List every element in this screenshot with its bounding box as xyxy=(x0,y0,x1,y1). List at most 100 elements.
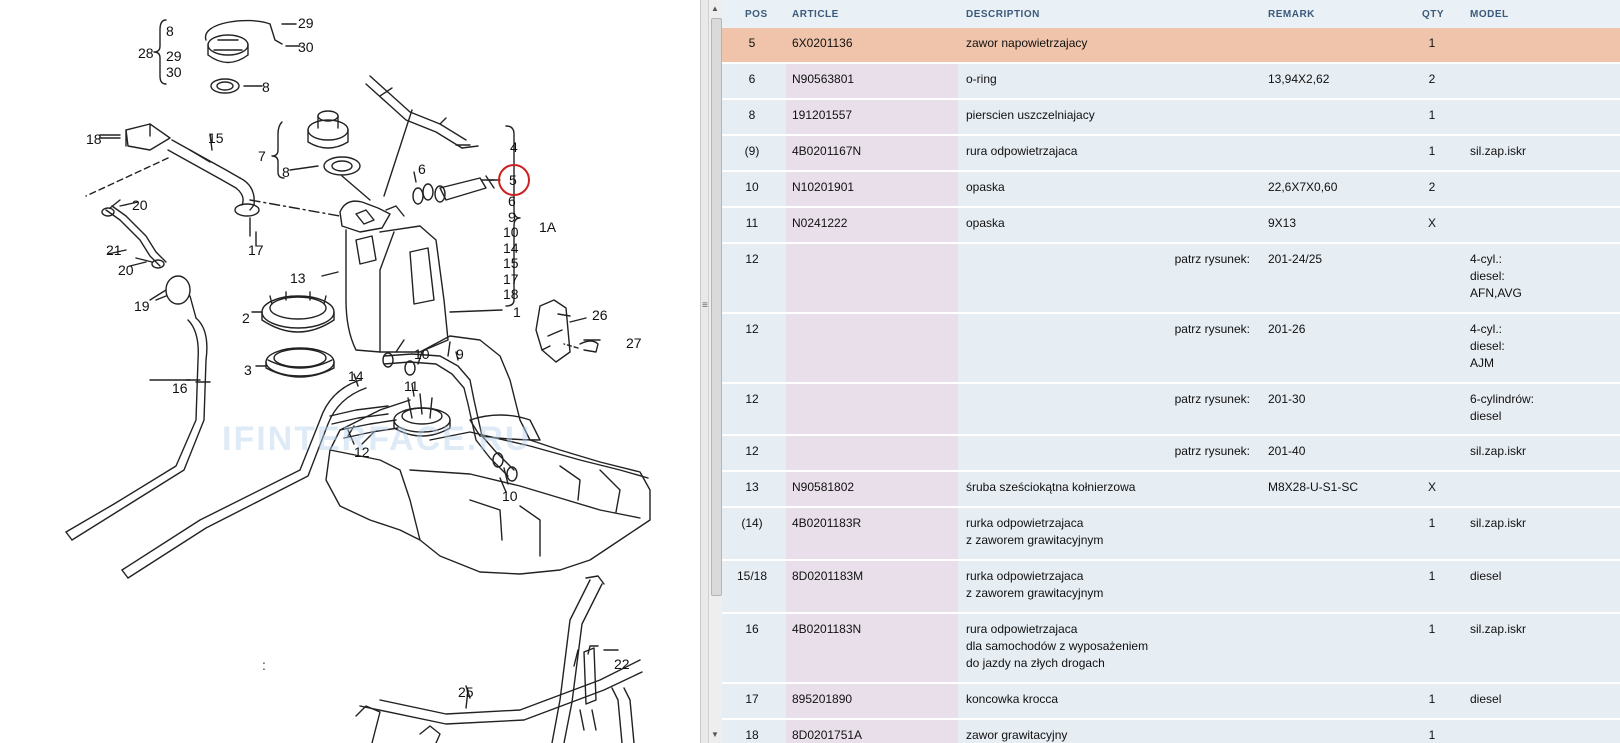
cell-description: koncowka krocca xyxy=(966,692,1059,706)
watermark: IFINTERFACE.RU xyxy=(222,420,532,458)
header-article: ARTICLE xyxy=(792,9,839,20)
callout-8: 8 xyxy=(166,23,174,39)
callout-8: 8 xyxy=(262,79,270,95)
callout-29: 29 xyxy=(298,15,314,31)
cell-article: N90563801 xyxy=(792,72,855,86)
table-row[interactable]: 12 patrz rysunek: 201-30 6-cylindrów: di… xyxy=(722,384,1620,436)
callout-22: 22 xyxy=(614,656,630,672)
table-row[interactable]: 17 895201890 koncowka krocca 1 diesel xyxy=(722,684,1620,720)
callout-15: 15 xyxy=(503,255,519,271)
cell-qty: 1 xyxy=(1428,622,1436,636)
callout-10: 10 xyxy=(414,346,430,362)
cell-patrz: patrz rysunek: xyxy=(1174,322,1250,336)
cell-description: opaska xyxy=(966,180,1005,194)
table-row[interactable]: (14) 4B0201183R rurka odpowietrzajaca z … xyxy=(722,508,1620,561)
table-header: POS ARTICLE DESCRIPTION REMARK QTY MODEL xyxy=(722,0,1620,30)
callout-12: 12 xyxy=(354,444,370,460)
cell-patrz: patrz rysunek: xyxy=(1174,252,1250,266)
cell-description: rura odpowietrzajaca xyxy=(966,144,1078,158)
scroll-down-icon[interactable]: ▼ xyxy=(711,730,719,739)
callout-9: 9 xyxy=(508,209,516,225)
cell-remark: 201-40 xyxy=(1268,444,1306,458)
cell-pos: 12 xyxy=(745,392,759,406)
cell-model: sil.zap.iskr xyxy=(1470,516,1527,530)
callout-6: 6 xyxy=(508,193,516,209)
table-row[interactable]: 11 N0241222 opaska 9X13 X xyxy=(722,208,1620,244)
table-row[interactable]: 16 4B0201183N rura odpowietrzajaca dla s… xyxy=(722,614,1620,684)
cell-article: 4B0201183N xyxy=(792,622,862,636)
table-row[interactable]: 6 N90563801 o-ring 13,94X2,62 2 xyxy=(722,64,1620,100)
parts-table: POS ARTICLE DESCRIPTION REMARK QTY MODEL… xyxy=(722,0,1620,743)
callout-4: 4 xyxy=(510,139,518,155)
cell-description: śruba sześciokątna kołnierzowa xyxy=(966,480,1136,494)
table-row[interactable]: 18 8D0201751A zawor grawitacyjny 1 xyxy=(722,720,1620,743)
header-description: DESCRIPTION xyxy=(966,9,1040,20)
cell-remark: 201-24/25 xyxy=(1268,252,1323,266)
table-row[interactable]: 12 patrz rysunek: 201-40 sil.zap.iskr xyxy=(722,436,1620,472)
callout-16: 16 xyxy=(172,380,188,396)
callout-18: 18 xyxy=(86,131,102,147)
cell-article: N90581802 xyxy=(792,480,855,494)
callout-20: 20 xyxy=(118,262,134,278)
cell-qty: 1 xyxy=(1428,516,1436,530)
cell-model: sil.zap.iskr xyxy=(1470,144,1527,158)
scroll-up-icon[interactable]: ▲ xyxy=(711,4,719,13)
cell-model: diesel xyxy=(1470,692,1502,706)
callout-5: 5 xyxy=(509,172,517,188)
callout-8: 8 xyxy=(282,164,290,180)
cell-remark: 22,6X7X0,60 xyxy=(1268,180,1338,194)
callout-27: 27 xyxy=(626,335,642,351)
callout-10: 10 xyxy=(503,224,519,240)
callout-13: 13 xyxy=(290,270,306,286)
header-remark: REMARK xyxy=(1268,9,1315,20)
highlight-circle xyxy=(498,164,530,196)
table-row[interactable]: 15/18 8D0201183M rurka odpowietrzajaca z… xyxy=(722,561,1620,614)
cell-qty: 1 xyxy=(1428,108,1436,122)
cell-remark: 201-26 xyxy=(1268,322,1306,336)
cell-description: rurka odpowietrzajaca z zaworem grawitac… xyxy=(966,516,1104,547)
callout-21: 21 xyxy=(106,242,122,258)
cell-pos: 5 xyxy=(748,36,756,50)
cell-pos: (9) xyxy=(744,144,760,158)
table-row-selected[interactable]: 5 6X0201136 zawor napowietrzajacy 1 xyxy=(722,28,1620,64)
cell-qty: 2 xyxy=(1428,72,1436,86)
scrollbar-thumb[interactable] xyxy=(711,18,722,596)
cell-article: 895201890 xyxy=(792,692,853,706)
cell-pos: 18 xyxy=(745,728,759,742)
panel-splitter[interactable]: ≡ xyxy=(700,0,709,743)
splitter-grip-icon: ≡ xyxy=(702,300,708,311)
cell-article: 8D0201183M xyxy=(792,569,864,583)
header-pos: POS xyxy=(745,9,768,20)
table-row[interactable]: (9) 4B0201167N rura odpowietrzajaca 1 si… xyxy=(722,136,1620,172)
table-row[interactable]: 10 N10201901 opaska 22,6X7X0,60 2 xyxy=(722,172,1620,208)
parts-diagram: IFINTERFACE.RU 29 30 28 8 29 30 8 18 15 … xyxy=(0,0,700,743)
table-row[interactable]: 12 patrz rysunek: 201-24/25 4-cyl.: dies… xyxy=(722,244,1620,314)
cell-pos: 6 xyxy=(748,72,756,86)
callout-1: 1 xyxy=(513,304,521,320)
cell-qty: 1 xyxy=(1428,144,1436,158)
cell-qty: 1 xyxy=(1428,36,1436,50)
cell-remark: 13,94X2,62 xyxy=(1268,72,1330,86)
callout-19: 19 xyxy=(134,298,150,314)
cell-description: o-ring xyxy=(966,72,997,86)
table-row[interactable]: 12 patrz rysunek: 201-26 4-cyl.: diesel:… xyxy=(722,314,1620,384)
table-row[interactable]: 13 N90581802 śruba sześciokątna kołnierz… xyxy=(722,472,1620,508)
callout-25: 25 xyxy=(458,684,474,700)
callout-29: 29 xyxy=(166,48,182,64)
diagram-drawing xyxy=(65,19,651,743)
table-row[interactable]: 8 191201557 pierscien uszczelniajacy 1 xyxy=(722,100,1620,136)
header-model: MODEL xyxy=(1470,9,1509,20)
callout-6: 6 xyxy=(418,161,426,177)
cell-model: 4-cyl.: diesel: AFN,AVG xyxy=(1470,252,1522,300)
cell-description: rura odpowietrzajaca dla samochodów z wy… xyxy=(966,622,1149,670)
callout-14: 14 xyxy=(503,240,519,256)
callout-3: 3 xyxy=(244,362,252,378)
cell-qty: 1 xyxy=(1428,728,1436,742)
callout-17: 17 xyxy=(248,242,264,258)
cell-description: pierscien uszczelniajacy xyxy=(966,108,1095,122)
callout-30: 30 xyxy=(298,39,314,55)
cell-article: N10201901 xyxy=(792,180,855,194)
cell-pos: 12 xyxy=(745,252,759,266)
callout-20: 20 xyxy=(132,197,148,213)
callout-10: 10 xyxy=(502,488,518,504)
